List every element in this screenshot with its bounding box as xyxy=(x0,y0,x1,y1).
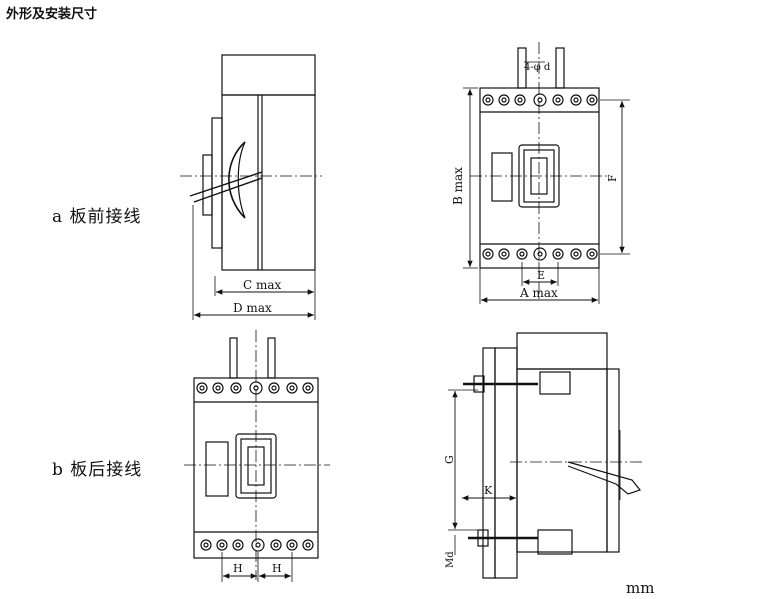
dim-h-left: H xyxy=(233,562,243,575)
dim-k: K xyxy=(484,484,493,497)
dim-md: Md xyxy=(445,551,456,568)
dim-a-max: A max xyxy=(519,286,558,300)
dim-f: F xyxy=(606,174,619,182)
front-view-front xyxy=(463,42,630,304)
side-view-front xyxy=(180,54,322,320)
dim-c-max: C max xyxy=(243,278,282,292)
page-title: 外形及安装尺寸 xyxy=(6,7,98,22)
side-view-rear xyxy=(448,332,645,579)
dim-b-max: B max xyxy=(451,167,465,205)
dim-e: E xyxy=(537,269,545,282)
dim-d-max: D max xyxy=(233,301,272,315)
dim-holes: 4-φ d xyxy=(524,62,551,73)
dim-g: G xyxy=(443,455,456,464)
front-wiring-label: a 板前接线 xyxy=(52,207,142,227)
front-view-rear xyxy=(184,330,330,582)
rear-wiring-label: b 板后接线 xyxy=(52,460,143,480)
unit-label: mm xyxy=(626,579,655,597)
dim-h-right: H xyxy=(272,562,282,575)
